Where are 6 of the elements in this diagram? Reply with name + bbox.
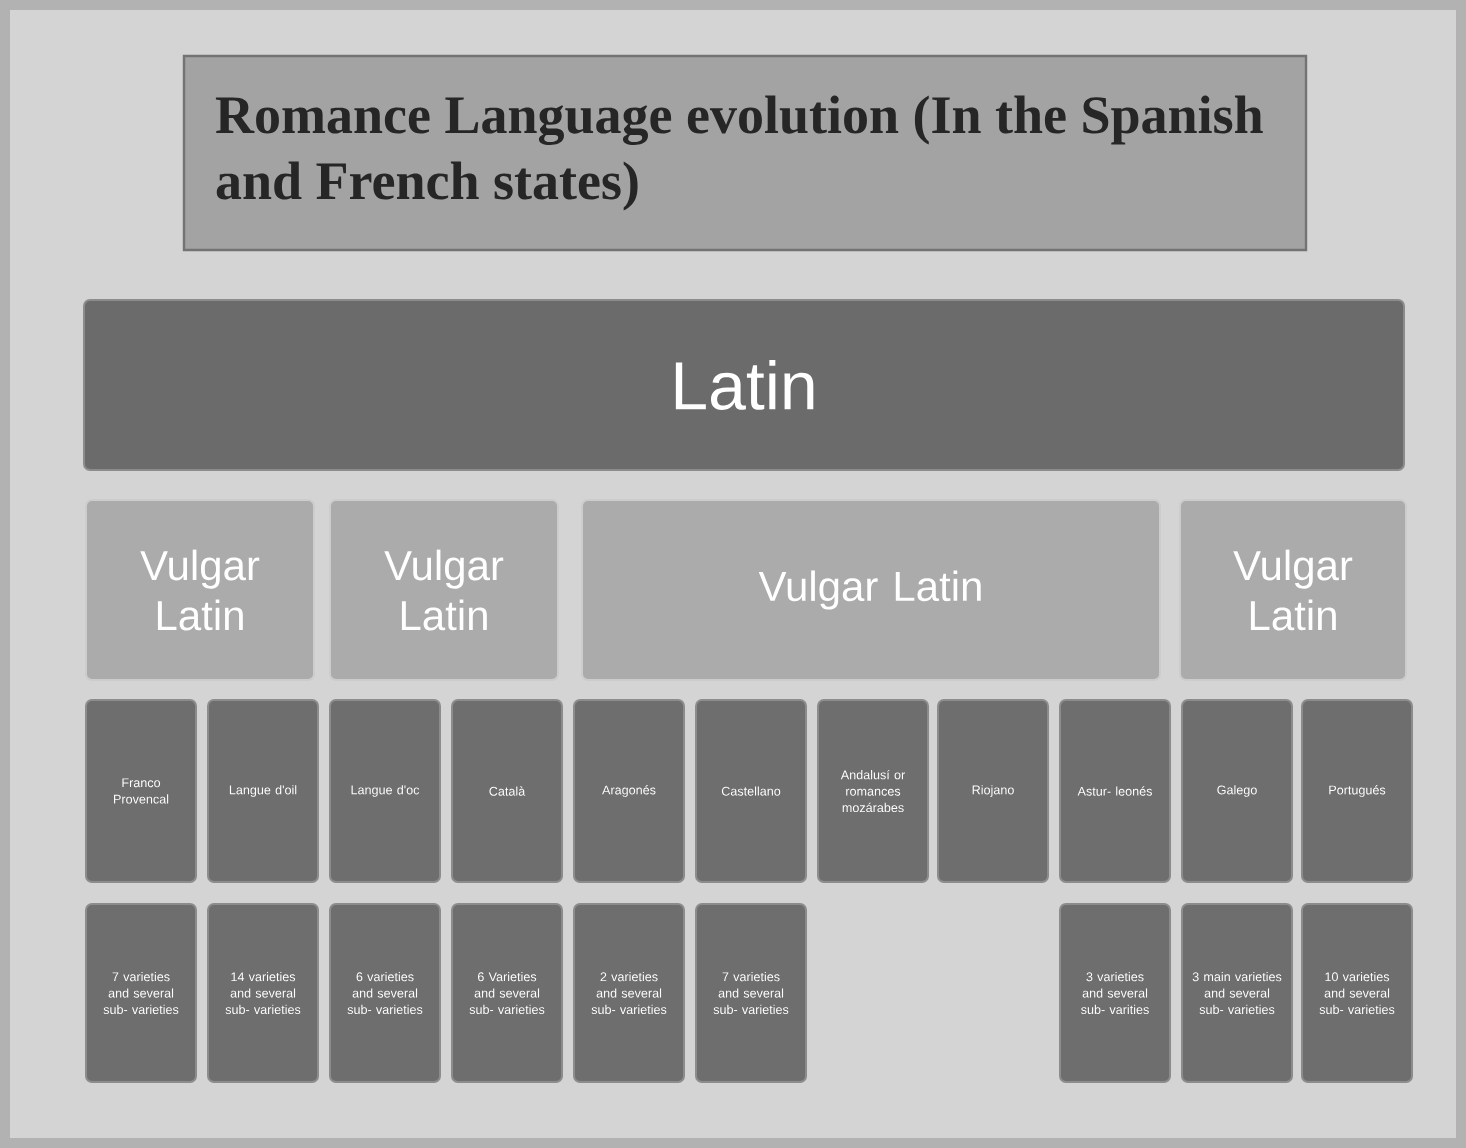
branch-box: Vulgar Latin [329, 499, 559, 681]
branch-box: Vulgar Latin [581, 499, 1161, 681]
language-box: Latin [83, 299, 1405, 471]
branch-box: Vulgar Latin [85, 499, 315, 681]
branch-box: Vulgar Latin [1179, 499, 1407, 681]
title-box: Romance Language evolution (In the Spanish and French states) [182, 54, 1308, 252]
